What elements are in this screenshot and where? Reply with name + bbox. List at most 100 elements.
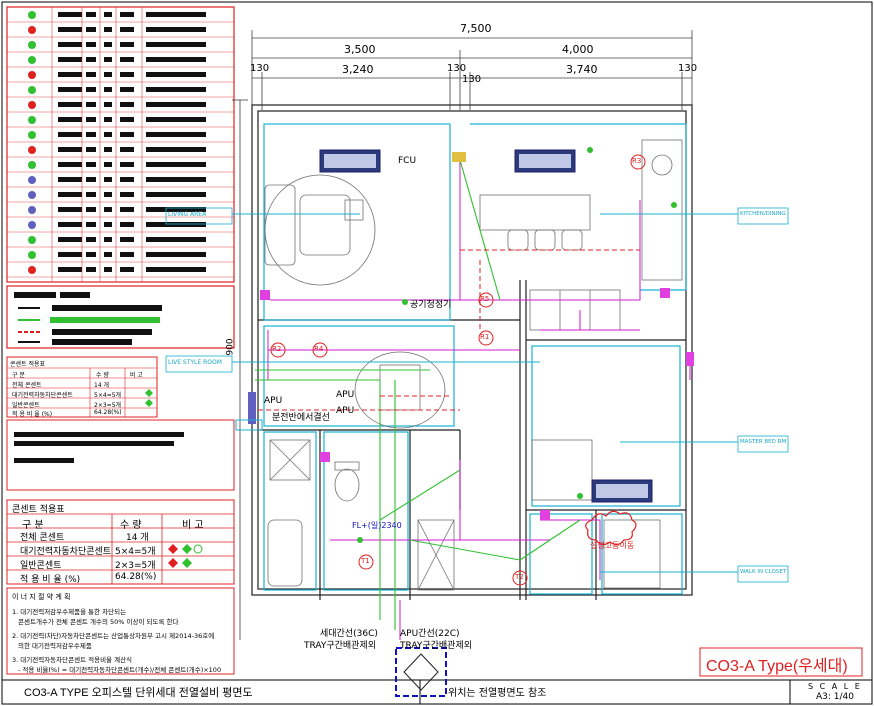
legend-redacted-text [104,102,112,107]
legend-redacted-text [58,252,82,257]
legend-redacted-text [146,27,206,32]
legend-redacted-text [120,267,134,272]
red-dashed-wiring [258,249,640,411]
legend-redacted-text [120,252,134,257]
legend-redacted-text [146,12,206,17]
legend-redacted-text [58,207,82,212]
legend-redacted-text [146,102,206,107]
small-h3: 비 고 [130,372,143,379]
type-label: CO3-A Type(우세대) [706,658,848,675]
notes-frame [6,419,235,491]
small-r4q: 64.28(%) [94,409,122,416]
legend-redacted-text [146,132,206,137]
legend-symbol-icon [28,221,36,229]
legend-redacted-text [120,132,134,137]
marker-t2: T2 [515,573,524,581]
markers [270,154,646,586]
legend-redacted-text [146,207,206,212]
dim-right-inner: 3,740 [566,63,598,76]
legend-redacted-text [146,57,206,62]
small-r3q: 2×3=5개 [94,402,122,409]
legend-redacted-text [104,42,112,47]
legend-redacted-text [104,162,112,167]
legend-symbol-icon [28,71,36,79]
legend-redacted-text [86,132,96,137]
room-tags [165,207,789,583]
notes-item-2: 콘센트개수가 전체 콘센트 개수의 50% 이상이 되도록 한다 [18,618,179,626]
marker-r1: R1 [480,333,490,341]
trunk-apu: APU간선(22C) [400,629,460,639]
devices [235,147,694,543]
legend-redacted-text [104,12,112,17]
legend-redacted-text [86,12,96,17]
energy-notes-frame [6,587,235,675]
legend-redacted-text [120,42,134,47]
outlet-header-3: 비 고 [182,520,204,531]
marker-r5: R5 [480,295,490,303]
legend-symbol-icon [28,161,36,169]
room-outlines [263,123,687,595]
legend-redacted-text [86,117,96,122]
outlet-row-3-label: 일반콘센트 [20,561,62,571]
label-fl: FL+(일)2340 [352,521,402,530]
legend-redacted-text [120,57,134,62]
legend-redacted-text [120,27,134,32]
legend-redacted-text [86,102,96,107]
legend-symbol-icon [28,236,36,244]
dim-wall-d: 130 [678,63,698,74]
legend-redacted-text [104,27,112,32]
legend-redacted-text [120,222,134,227]
tag-walkin: WALK IN CLOSET [740,569,787,575]
legend-redacted-text [120,237,134,242]
small-h1: 구 분 [12,372,25,379]
legend-redacted-text [104,57,112,62]
small-r2: 대기전력자동차단콘센트 [12,392,73,399]
legend-redacted-text [120,12,134,17]
dim-total: 7,500 [460,22,492,35]
legend-redacted-text [104,147,112,152]
line-legend-frame [6,285,235,349]
dim-wall-b: 130 [447,63,467,74]
legend-redacted-text [146,42,206,47]
callout-lines [232,213,738,573]
legend-redacted-text [104,132,112,137]
legend-frame [6,6,235,283]
outlet-row-2-qty: 5×4=5개 [115,547,156,557]
legend-redacted-text [104,117,112,122]
line-legend [14,292,162,345]
legend-redacted-text [58,147,82,152]
legend-symbol-icon [28,86,36,94]
legend-redacted-text [120,102,134,107]
legend-redacted-text [86,207,96,212]
legend-redacted-text [58,162,82,167]
legend-symbol-icon [28,251,36,259]
dim-right-span: 4,000 [562,43,594,56]
small-table-icons [145,389,153,407]
dim-left-inner: 3,240 [342,63,374,76]
legend-redacted-text [86,267,96,272]
legend-symbol-icon [28,131,36,139]
legend-redacted-text [104,72,112,77]
notes-item-3: 2. 대기전력(차단)자동차단콘센트는 산업통상자원부 고시 제2014-36호… [12,632,215,640]
outlet-row-1-qty: 14 개 [126,533,149,543]
legend-redacted-text [58,57,82,62]
outlet-table-grid [7,513,234,584]
legend-redacted-text [86,87,96,92]
relocation-cloud [585,510,637,546]
legend-redacted-text [86,222,96,227]
legend-redacted-text [104,237,112,242]
legend-redacted-text [86,252,96,257]
legend-redacted-text [104,207,112,212]
magenta-wiring [267,160,691,640]
type-label-frame [699,647,863,677]
legend-redacted-text [146,192,206,197]
outlet-row-2-label: 대기전력자동차단콘센트 [20,547,112,557]
small-r3: 일반콘센트 [12,402,40,409]
label-air-cleaner: 공기청정기 [410,300,452,310]
legend-symbol-icon [28,26,36,34]
legend-redacted-text [86,192,96,197]
small-table-frame [6,356,158,418]
legend-redacted-text [104,267,112,272]
